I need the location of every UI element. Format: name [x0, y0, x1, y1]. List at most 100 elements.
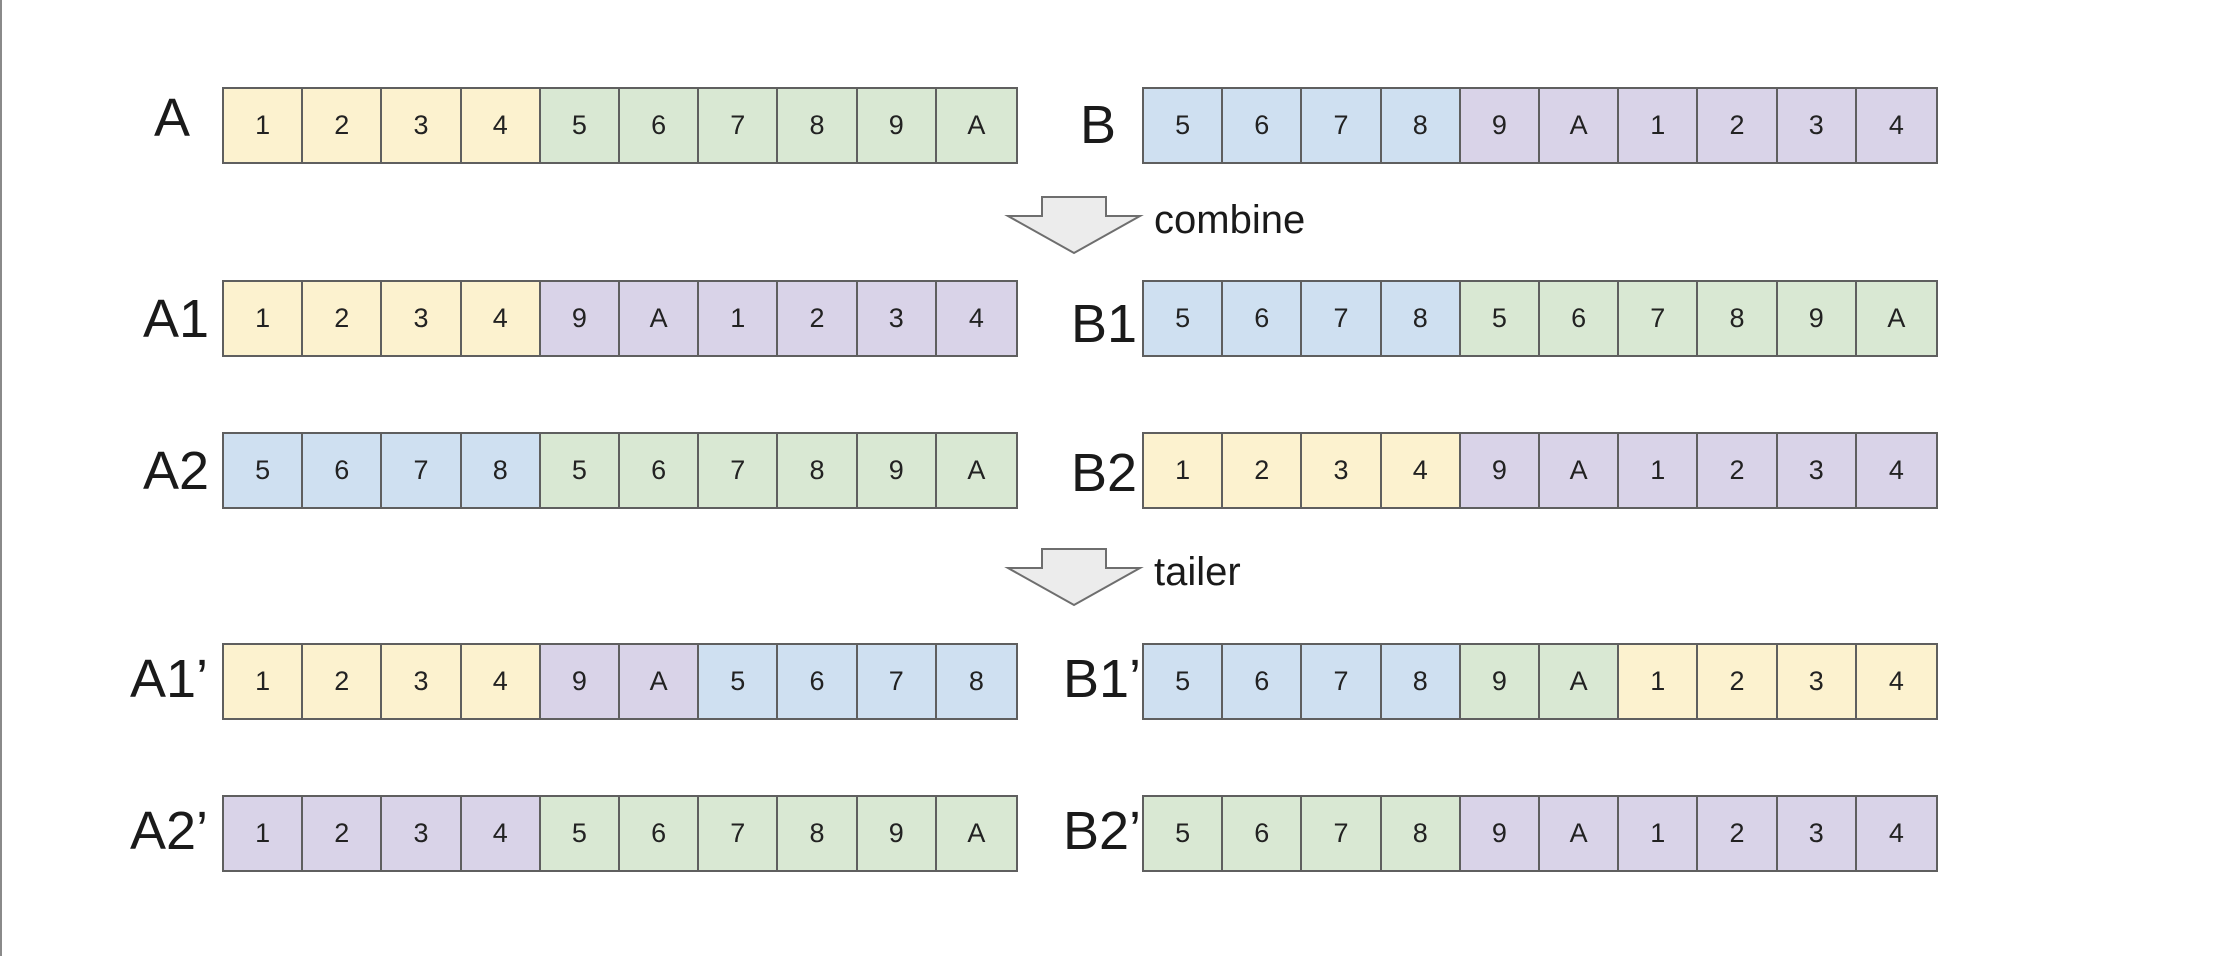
sequence-cell: 8: [778, 797, 858, 870]
sequence-cell: A: [936, 89, 1017, 162]
sequence-cell: 9: [1460, 797, 1541, 870]
sequence-cell: A: [1540, 434, 1620, 507]
sequence-cell: 2: [1223, 434, 1303, 507]
sequence-cell: 6: [1223, 282, 1303, 355]
sequence-cell: 1: [1144, 434, 1224, 507]
sequence-cell: 8: [1381, 282, 1461, 355]
sequence-cell: 4: [461, 89, 541, 162]
sequence-cell: 2: [1698, 89, 1778, 162]
sequence-cell: 2: [303, 645, 383, 718]
sequence-cell: 3: [382, 282, 462, 355]
sequence-cell: 5: [224, 434, 304, 507]
sequence-cell: 5: [540, 434, 621, 507]
row-label-B2: B2: [1071, 443, 1138, 503]
sequence-cell: 8: [1381, 89, 1461, 162]
sequence-cell: A: [620, 282, 700, 355]
sequence-cell: 5: [1144, 89, 1224, 162]
row-label-A2-prime: A2’: [130, 801, 209, 861]
sequence-cell: 5: [1144, 645, 1224, 718]
sequence-cell: 2: [303, 797, 383, 870]
sequence-cell: 1: [699, 282, 779, 355]
sequence-cell: 4: [461, 797, 541, 870]
sequence-cell: 8: [1698, 282, 1778, 355]
sequence-cell: 9: [857, 434, 937, 507]
sequence-cell: 6: [1223, 89, 1303, 162]
sequence-cell: 8: [778, 89, 858, 162]
sequence-cell: 8: [778, 434, 858, 507]
sequence-cell: 4: [1856, 797, 1937, 870]
sequence-cell: 9: [540, 645, 621, 718]
sequence-cell: 4: [936, 282, 1017, 355]
sequence-cell: 9: [1460, 89, 1541, 162]
sequence-cell: 5: [540, 89, 621, 162]
sequence-cell: 3: [857, 282, 937, 355]
sequence-cell: 1: [224, 645, 304, 718]
sequence-cell: 7: [1302, 282, 1382, 355]
sequence-cell: 7: [699, 89, 779, 162]
sequence-cell: 6: [1223, 645, 1303, 718]
sequence-cell: A: [1540, 89, 1620, 162]
sequence-cell: 3: [1777, 89, 1857, 162]
down-arrow-icon: [1004, 548, 1144, 607]
sequence-cell: 1: [224, 89, 304, 162]
row-label-A1-prime: A1’: [130, 649, 209, 709]
sequence-cell: 3: [382, 797, 462, 870]
sequence-cell: 1: [224, 797, 304, 870]
sequence-cell: 5: [1460, 282, 1541, 355]
sequence-cell: A: [936, 434, 1017, 507]
row-label-B: B: [1080, 95, 1117, 155]
sequence-cell: 3: [382, 89, 462, 162]
sequence-cell: 1: [1619, 89, 1699, 162]
sequence-cell: 3: [1777, 645, 1857, 718]
sequence-cell: 7: [1619, 282, 1699, 355]
row-label-B1-prime: B1’: [1063, 649, 1142, 709]
sequence-cell: A: [620, 645, 700, 718]
sequence-cell: 7: [857, 645, 937, 718]
sequence-cell: 1: [1619, 434, 1699, 507]
sequence-cell: 4: [461, 645, 541, 718]
sequence-cell: 1: [224, 282, 304, 355]
sequence-cell: 6: [620, 89, 700, 162]
sequence-cell: 3: [1777, 797, 1857, 870]
sequence-cell: A: [936, 797, 1017, 870]
sequence-cell: 5: [699, 645, 779, 718]
row-label-B2-prime: B2’: [1063, 801, 1142, 861]
sequence-cell: 7: [1302, 797, 1382, 870]
row-label-A1: A1: [143, 289, 210, 349]
sequence-cell: 2: [778, 282, 858, 355]
sequence-cell: 9: [857, 89, 937, 162]
sequence-cell: 9: [540, 282, 621, 355]
sequence-cell: 1: [1619, 645, 1699, 718]
sequence-cell: 8: [1381, 645, 1461, 718]
sequence-cell: 2: [303, 89, 383, 162]
sequence-cell: 5: [1144, 797, 1224, 870]
sequence-cell: 2: [1698, 797, 1778, 870]
sequence-cell: 7: [699, 434, 779, 507]
row-label-B1: B1: [1071, 294, 1138, 354]
sequence-cell: 4: [1856, 645, 1937, 718]
sequence-cell: 3: [382, 645, 462, 718]
sequence-cell: 7: [699, 797, 779, 870]
sequence-cell: A: [1856, 282, 1937, 355]
sequence-cell: A: [1540, 645, 1620, 718]
sequence-cell: 9: [1777, 282, 1857, 355]
sequence-cell: 6: [1540, 282, 1620, 355]
sequence-cell: 3: [1777, 434, 1857, 507]
sequence-cell: 8: [936, 645, 1017, 718]
row-label-A: A: [154, 88, 191, 148]
sequence-cell: 4: [1856, 89, 1937, 162]
sequence-cell: 4: [461, 282, 541, 355]
sequence-cell: 9: [857, 797, 937, 870]
sequence-cell: 4: [1381, 434, 1461, 507]
sequence-cell: 5: [1144, 282, 1224, 355]
sequence-cell: 7: [382, 434, 462, 507]
sequence-cell: 2: [1698, 645, 1778, 718]
sequence-cell: 2: [303, 282, 383, 355]
sequence-cell: 6: [303, 434, 383, 507]
